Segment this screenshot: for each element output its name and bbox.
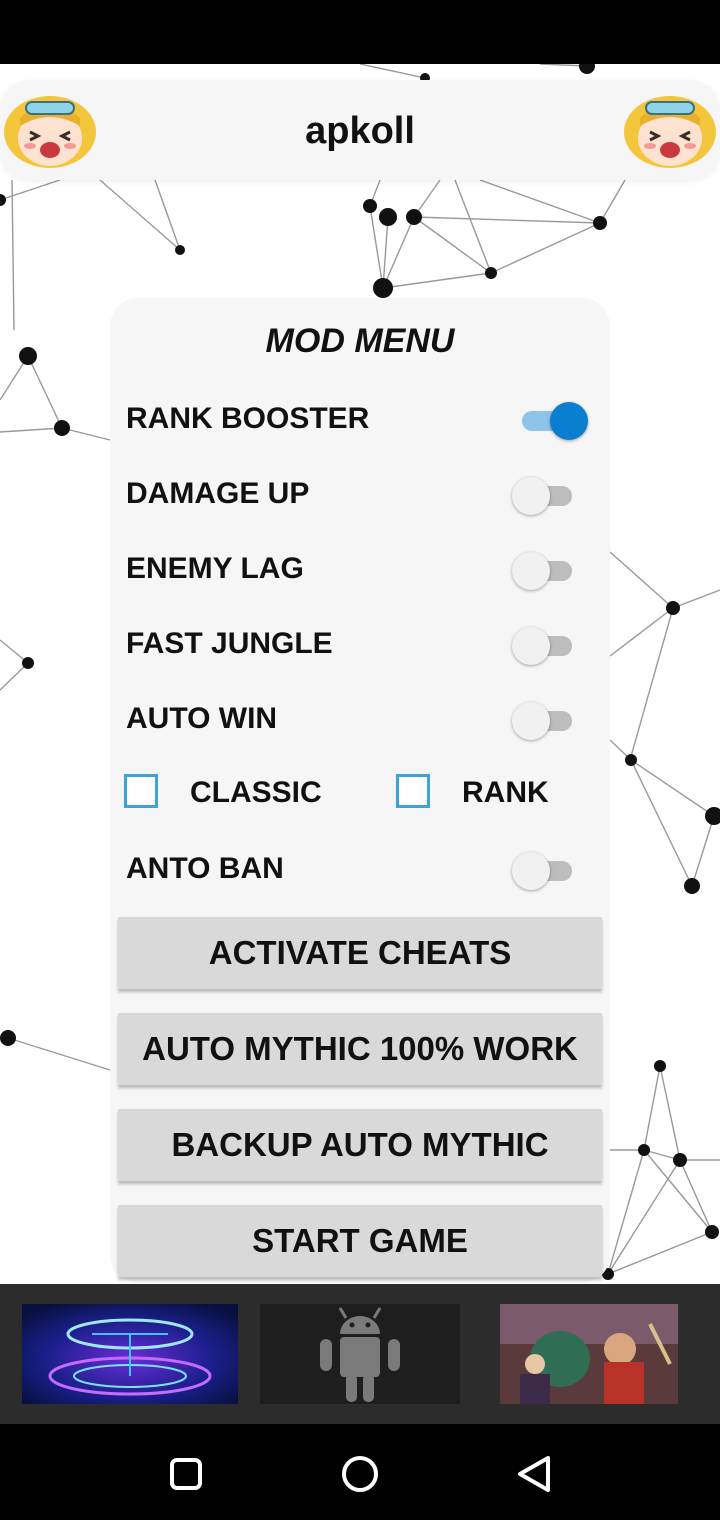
- banner-ad-strip: [0, 1284, 720, 1424]
- anti-ban-switch[interactable]: [512, 850, 582, 890]
- toggle-label: DAMAGE UP: [126, 477, 310, 510]
- mod-menu-title: MOD MENU: [265, 322, 455, 360]
- square-icon[interactable]: [156, 1444, 216, 1504]
- app-title: apkoll: [305, 110, 415, 152]
- chibi-mascot-icon: [4, 96, 96, 168]
- toggle-row-rank-booster: RANK BOOSTER: [126, 388, 596, 448]
- auto-win-switch[interactable]: [512, 700, 582, 740]
- auto-mythic-button[interactable]: AUTO MYTHIC 100% WORK: [118, 1013, 602, 1085]
- damage-up-switch[interactable]: [512, 475, 582, 515]
- android-icon[interactable]: [260, 1304, 460, 1404]
- toggle-label: ANTO BAN: [126, 852, 284, 885]
- toggle-row-damage-up: DAMAGE UP: [126, 463, 596, 523]
- checkbox-label: RANK: [462, 776, 549, 809]
- toggle-label: RANK BOOSTER: [126, 402, 370, 435]
- toggle-row-enemy-lag: ENEMY LAG: [126, 538, 596, 598]
- app-header: apkoll: [0, 80, 720, 180]
- chibi-mascot-icon: [624, 96, 716, 168]
- status-bar: [0, 0, 720, 64]
- game-art-icon[interactable]: [500, 1304, 678, 1404]
- toggle-label: AUTO WIN: [126, 702, 278, 735]
- toggle-label: ENEMY LAG: [126, 552, 304, 585]
- mode-checkbox-row: CLASSIC RANK: [124, 768, 594, 818]
- network-background: [0, 64, 720, 1280]
- enemy-lag-switch[interactable]: [512, 550, 582, 590]
- circle-icon[interactable]: [330, 1444, 390, 1504]
- toggle-row-anti-ban: ANTO BAN: [126, 838, 596, 898]
- classic-checkbox[interactable]: [124, 774, 158, 808]
- start-game-button[interactable]: START GAME: [118, 1205, 602, 1277]
- checkbox-label: CLASSIC: [190, 776, 322, 809]
- activate-cheats-button[interactable]: ACTIVATE CHEATS: [118, 917, 602, 989]
- portal-ring-icon[interactable]: [22, 1304, 238, 1404]
- mod-menu-panel: MOD MENU RANK BOOSTER DAMAGE UP ENEMY LA…: [110, 298, 610, 1283]
- toggle-row-fast-jungle: FAST JUNGLE: [126, 613, 596, 673]
- toggle-label: FAST JUNGLE: [126, 627, 333, 660]
- rank-booster-switch[interactable]: [512, 400, 588, 440]
- backup-auto-mythic-button[interactable]: BACKUP AUTO MYTHIC: [118, 1109, 602, 1181]
- fast-jungle-switch[interactable]: [512, 625, 582, 665]
- rank-checkbox[interactable]: [396, 774, 430, 808]
- system-nav-bar: [0, 1424, 720, 1520]
- triangle-back-icon[interactable]: [504, 1444, 564, 1504]
- toggle-row-auto-win: AUTO WIN: [126, 688, 596, 748]
